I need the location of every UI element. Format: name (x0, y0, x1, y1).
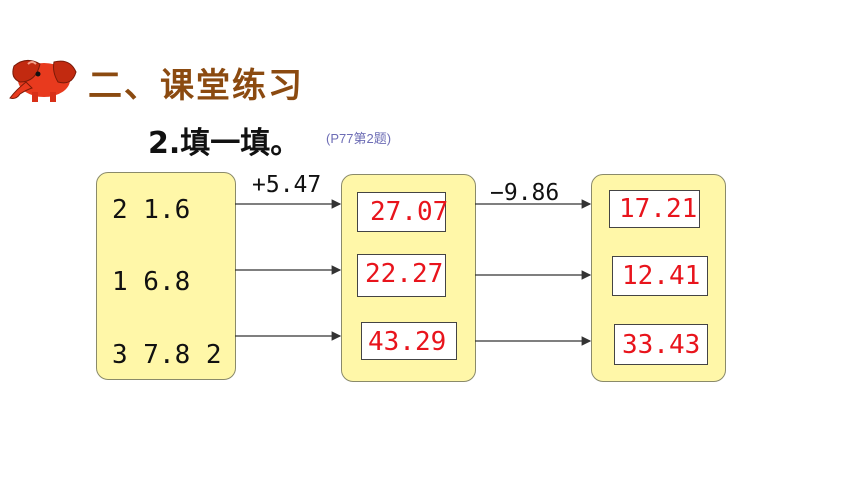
input-number-2: 1 6.8 (112, 267, 191, 297)
answer-sub-1: 17.21 (619, 194, 698, 224)
operation-subtract: −9.86 (490, 180, 560, 206)
problem-reference: (P77第2题) (326, 131, 392, 146)
operation-add: +5.47 (252, 172, 322, 198)
answer-sub-3: 33.43 (622, 330, 701, 360)
elephant-icon (9, 60, 77, 102)
answer-add-3: 43.29 (368, 327, 447, 357)
answer-box-sub-2[interactable] (612, 256, 708, 296)
input-number-3: 3 7.8 2 (112, 340, 222, 370)
answer-sub-2: 12.41 (622, 261, 701, 291)
answer-box-add-1[interactable] (357, 192, 446, 232)
answer-box-add-2[interactable] (357, 254, 446, 297)
answer-add-2: 22.27 (365, 259, 444, 289)
answer-box-sub-3[interactable] (614, 324, 708, 365)
input-panel (96, 172, 236, 380)
answer-box-add-3[interactable] (361, 322, 457, 360)
answer-add-1: 27.07 (370, 197, 449, 227)
section-title: 二、课堂练习 (88, 66, 304, 106)
input-number-1: 2 1.6 (112, 195, 191, 225)
answer-box-sub-1[interactable] (609, 190, 700, 228)
problem-title: 2.填一填。 (148, 126, 301, 161)
